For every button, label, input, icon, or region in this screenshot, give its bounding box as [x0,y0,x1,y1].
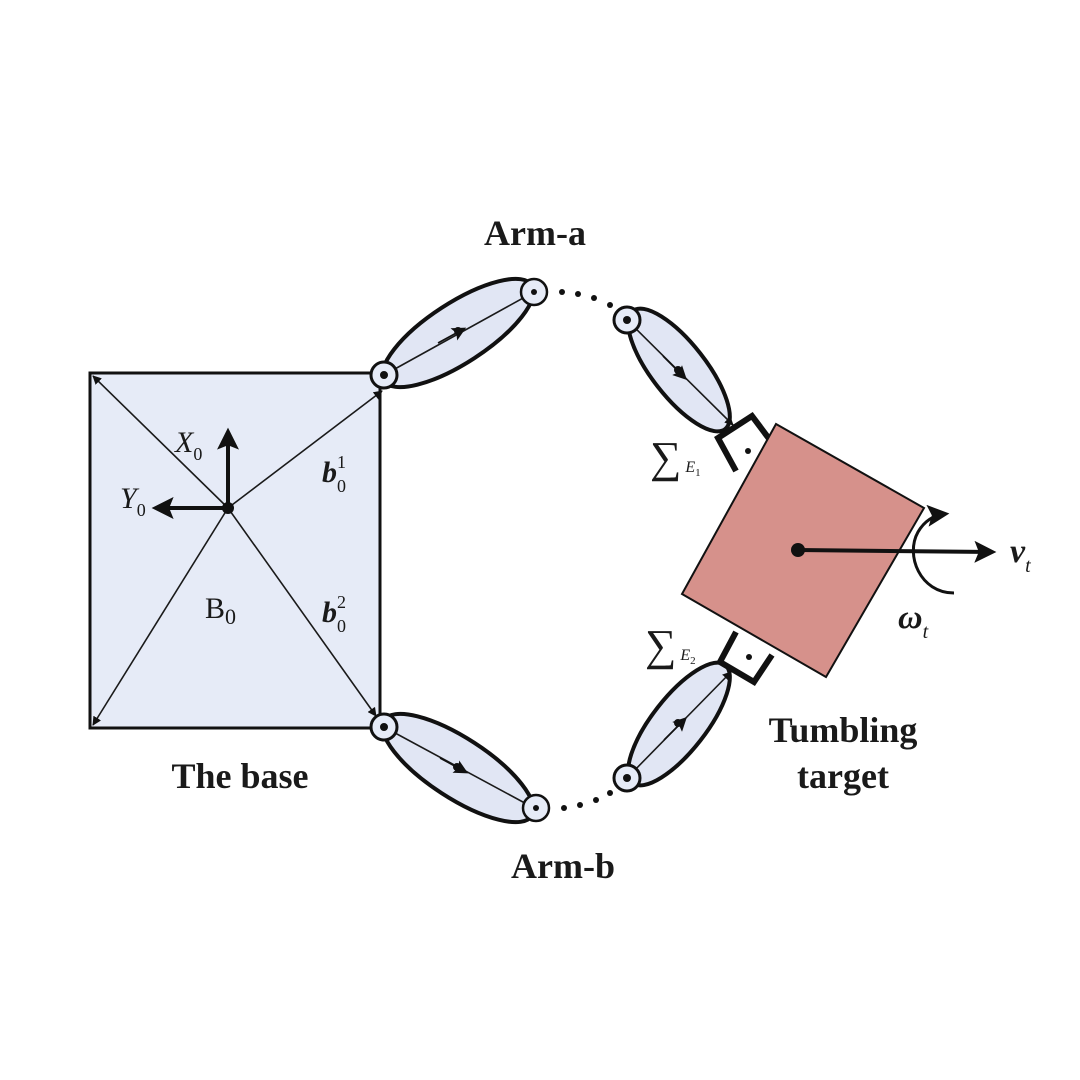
end-effector-2 [715,630,775,687]
velocity-label: vt [1010,533,1031,577]
arm-a-joint-1-center [380,371,388,379]
b01-label: b01 [322,452,346,496]
arm-b-ellipsis-dot [577,802,583,808]
arm-b-label: Arm-b [511,846,615,886]
base-body [88,371,383,730]
arm-b-link-1-center [453,763,461,771]
base-vector-b01 [227,390,383,509]
arm-a-joint-2-center [531,289,537,295]
end-effector-1 [714,411,773,473]
end-effector-1-dot [745,448,751,454]
target-center-dot [791,543,805,557]
y0-label: Y0 [120,482,146,520]
arm-b-joint-1-center [380,723,388,731]
frame-e2-label: ∑E2 [645,621,696,670]
arm-a [369,276,773,473]
arm-a-label: Arm-a [484,213,586,253]
arm-b-ellipsis-dot [607,790,613,796]
arm-b-joint-n-center [623,774,631,782]
arm-a-joint-n-center [623,316,631,324]
arm-a-ellipsis-dot [591,295,597,301]
arm-b-joint-2-center [533,805,539,811]
arm-b [369,630,775,825]
base-vector-b02 [227,507,377,717]
arm-b-ellipsis-dot [593,797,599,803]
arm-b-link-n-center [674,719,682,727]
tumbling-target [680,422,997,679]
omega-label: ωt [898,599,929,643]
arm-b-ellipsis-dot [561,805,567,811]
end-effector-2-dot [746,654,752,660]
b02-label: b02 [322,592,346,636]
tumbling-target-label-line1: Tumbling [769,710,918,750]
tumbling-target-label-line2: target [797,756,889,796]
arm-a-ellipsis-dot [559,289,565,295]
angular-velocity-arc [911,504,955,595]
arm-a-ellipsis-dot [575,291,581,297]
arm-a-ellipsis-dot [607,302,613,308]
base-diagonal-top-left [92,375,229,509]
the-base-label: The base [171,756,308,796]
x0-label: X0 [174,426,202,464]
arm-a-link-1-center [454,327,462,335]
base-diagonal-bottom-left [92,507,229,726]
velocity-arrow [797,540,997,563]
frame-e1-label: ∑E1 [650,433,701,482]
b0-label: B0 [205,592,236,629]
arm-a-link-n-center [674,366,682,374]
base-center-dot [222,502,234,514]
